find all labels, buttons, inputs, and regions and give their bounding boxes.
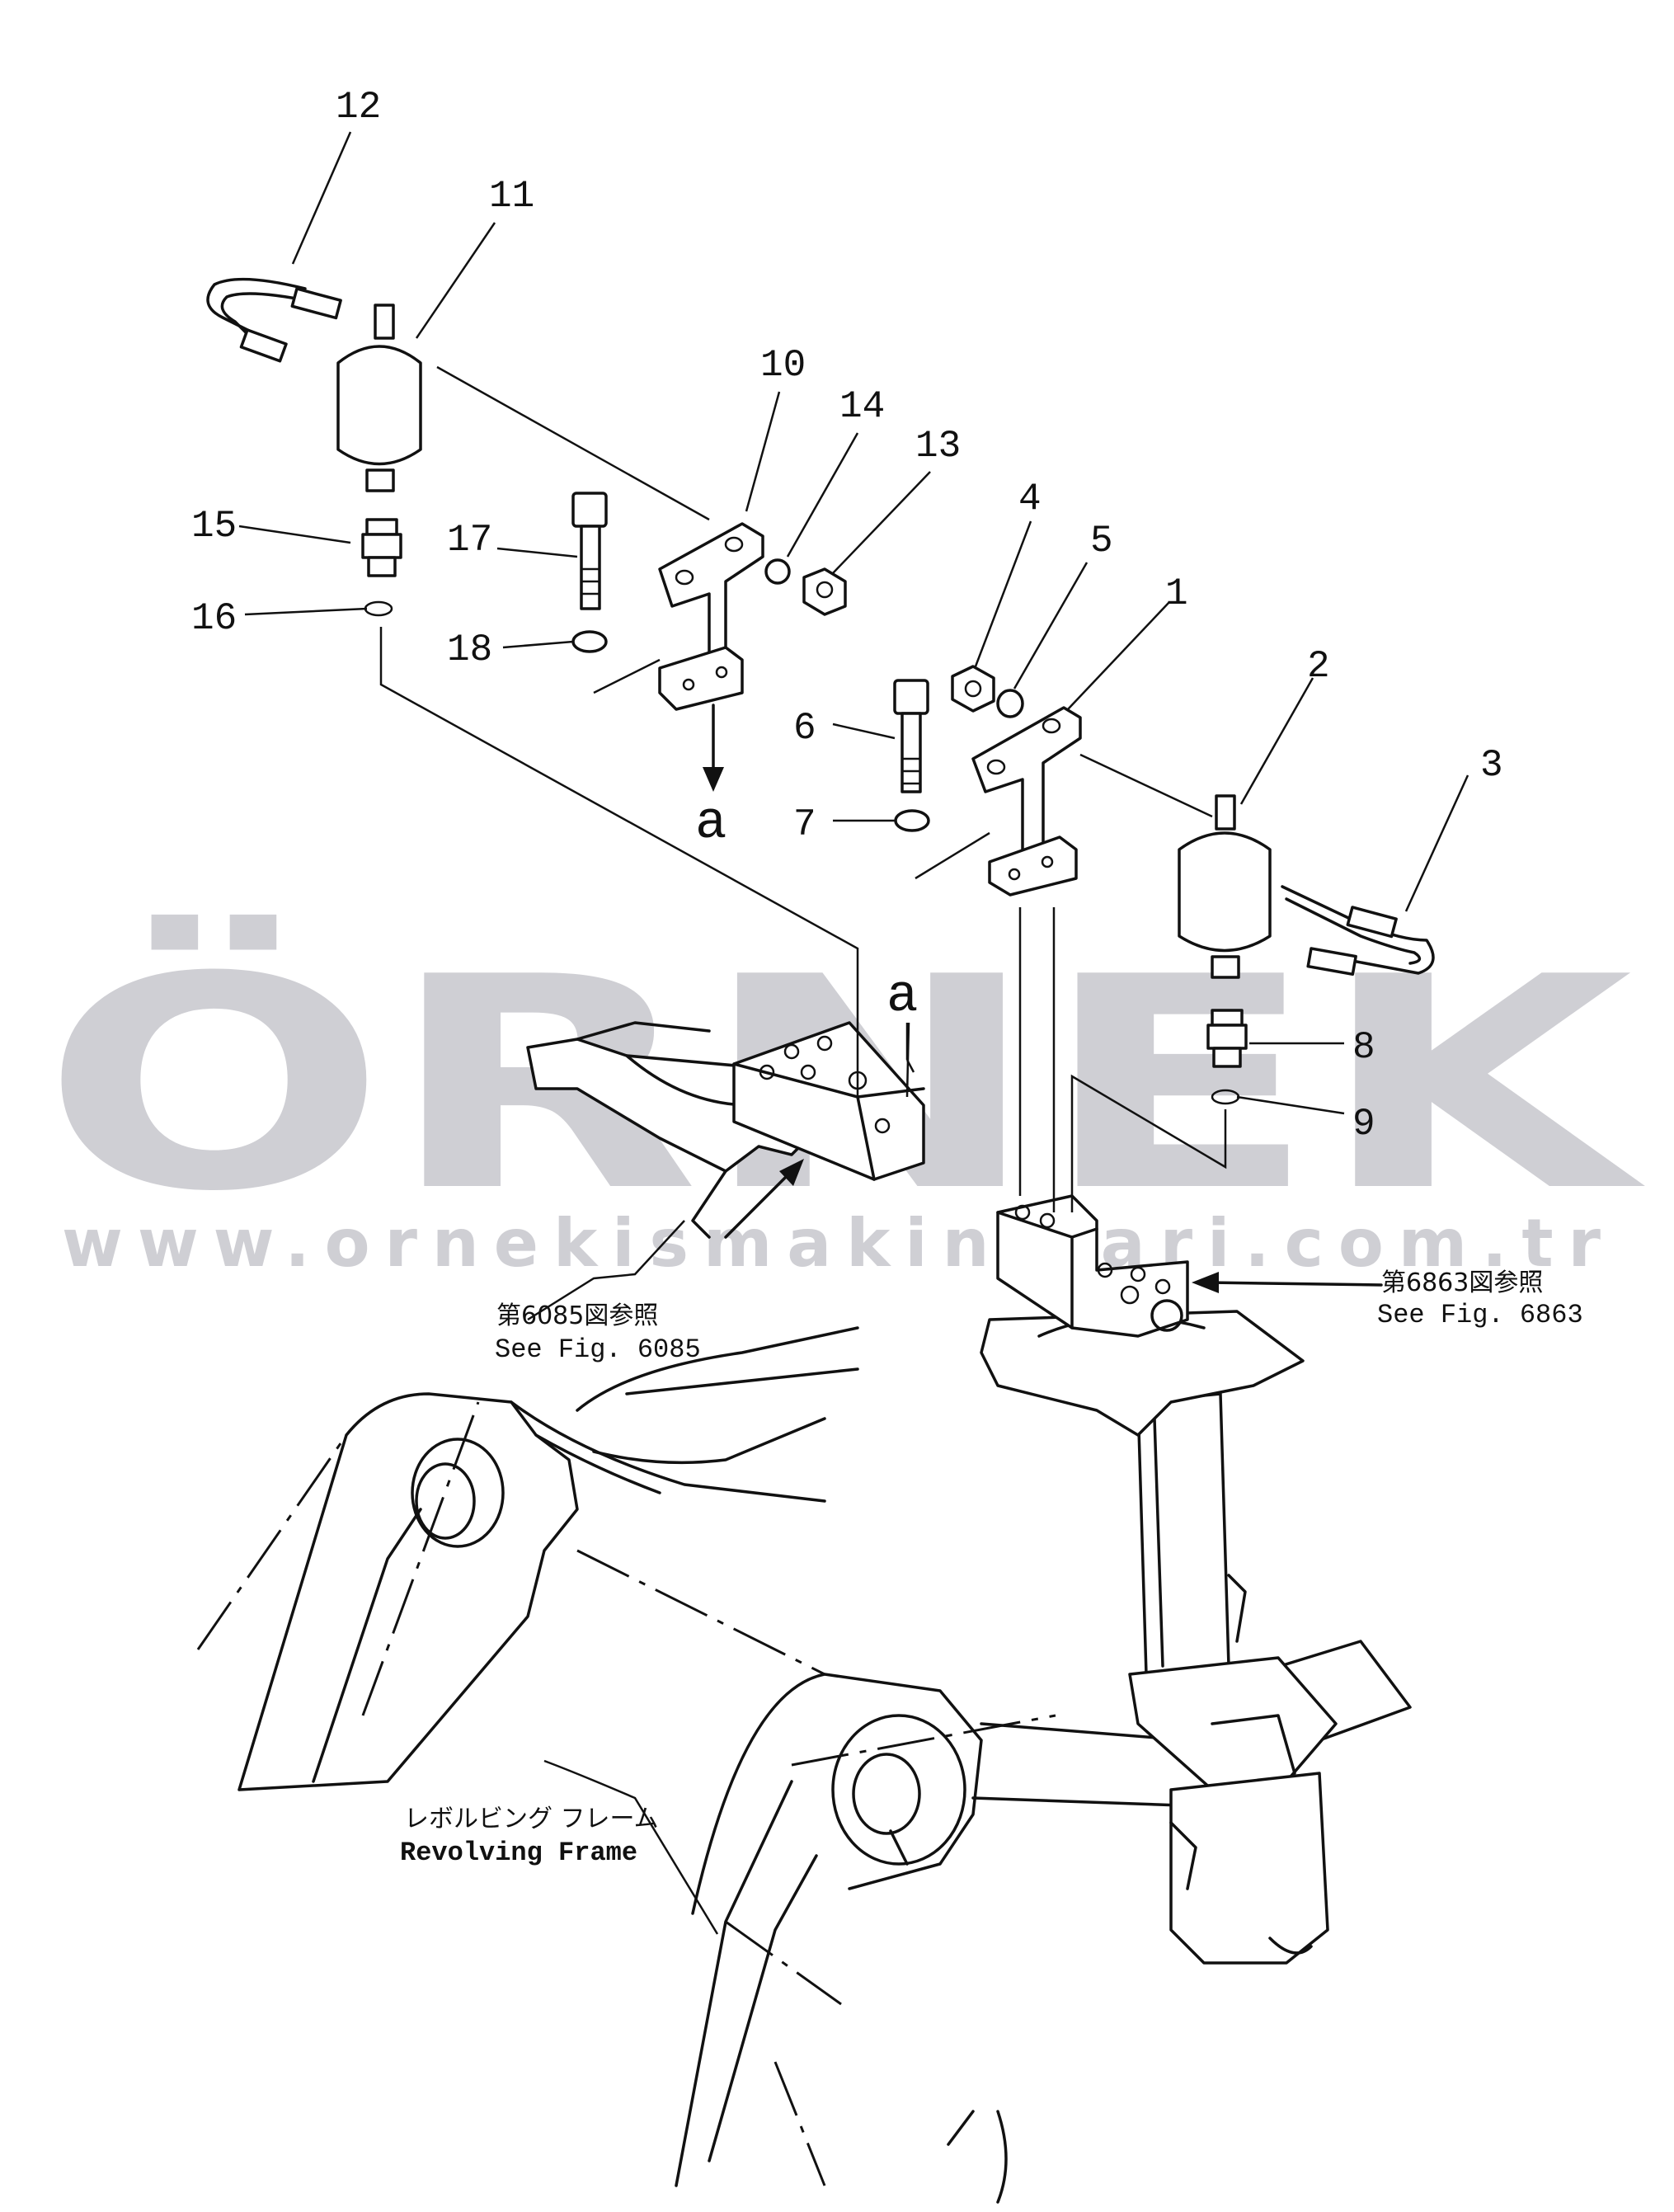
ref-arrow-6085-head: [779, 1159, 804, 1186]
callout-2: 2: [1307, 645, 1330, 688]
callout-5: 5: [1090, 520, 1113, 562]
watermark: ÖRNEK www.ornekismakinalari.com.tr: [41, 911, 1648, 1282]
arrow-a-head: [703, 767, 724, 792]
callout-1: 1: [1165, 572, 1188, 615]
ref-arrow-6863-shaft: [1206, 1281, 1383, 1287]
washer-18: [571, 630, 608, 653]
callout-10: 10: [760, 344, 806, 387]
accumulator-2: [1178, 794, 1272, 979]
ref-fig6085-jp: 第6085図参照: [496, 1301, 658, 1330]
callout-11: 11: [489, 175, 534, 218]
ref-arrow-6085-shaft: [724, 1170, 793, 1239]
connection-lines: [379, 365, 1227, 1212]
callout-14: 14: [839, 385, 885, 428]
ref-arrow-6863-head: [1192, 1272, 1219, 1293]
nut-13: [802, 567, 847, 616]
leader-lines: [238, 131, 1469, 1115]
callout-18: 18: [447, 628, 492, 671]
watermark-url: www.ornekismakinalari.com.tr: [62, 1205, 1612, 1282]
callout-9: 9: [1352, 1103, 1375, 1146]
callout-4: 4: [1018, 478, 1042, 520]
ref-frame-en: Revolving Frame: [400, 1838, 637, 1868]
adapter-8: [1206, 1009, 1248, 1068]
callout-17: 17: [447, 519, 492, 562]
ref-leader-frame: [543, 1759, 719, 1935]
accumulator-11: [336, 304, 422, 492]
hose-12: [206, 277, 342, 363]
marker-a-lower: a: [886, 967, 918, 1027]
callout-8: 8: [1352, 1026, 1375, 1069]
callout-6: 6: [793, 707, 816, 750]
callout-3: 3: [1480, 744, 1503, 787]
valve-block-right: [996, 1194, 1189, 1338]
marker-a-upper: a: [695, 794, 726, 854]
nut-4: [951, 665, 995, 713]
ref-leader-6085: [527, 1220, 685, 1321]
adapter-15: [361, 518, 402, 577]
washer-5: [996, 689, 1024, 718]
callout-7: 7: [793, 803, 816, 846]
washer-14: [764, 558, 791, 585]
bracket-1: [971, 706, 1082, 897]
bracket-10: [658, 522, 764, 711]
washer-7: [894, 809, 930, 832]
callout-15: 15: [191, 505, 237, 548]
reference-labels: 第6085図参照 See Fig. 6085 第6863図参照 See Fig.…: [400, 1268, 1583, 1868]
callout-16: 16: [191, 597, 237, 640]
oring-16: [364, 600, 393, 617]
ref-fig6863-en: See Fig. 6863: [1377, 1300, 1583, 1330]
ref-fig6863-jp: 第6863図参照: [1381, 1268, 1543, 1297]
ref-fig6085-en: See Fig. 6085: [495, 1334, 701, 1365]
callout-13: 13: [915, 425, 961, 468]
bolt-6: [893, 679, 929, 793]
bolt-17: [571, 492, 608, 610]
hose-3: [1281, 885, 1435, 976]
callout-12: 12: [336, 86, 381, 129]
ref-frame-jp: レボルビング フレーム: [404, 1805, 659, 1833]
valve-block-left: [732, 1021, 925, 1181]
callouts: 12 11 10 14 13 15 16 17 18 4 5 1 6 7 2 3…: [191, 86, 1503, 1146]
